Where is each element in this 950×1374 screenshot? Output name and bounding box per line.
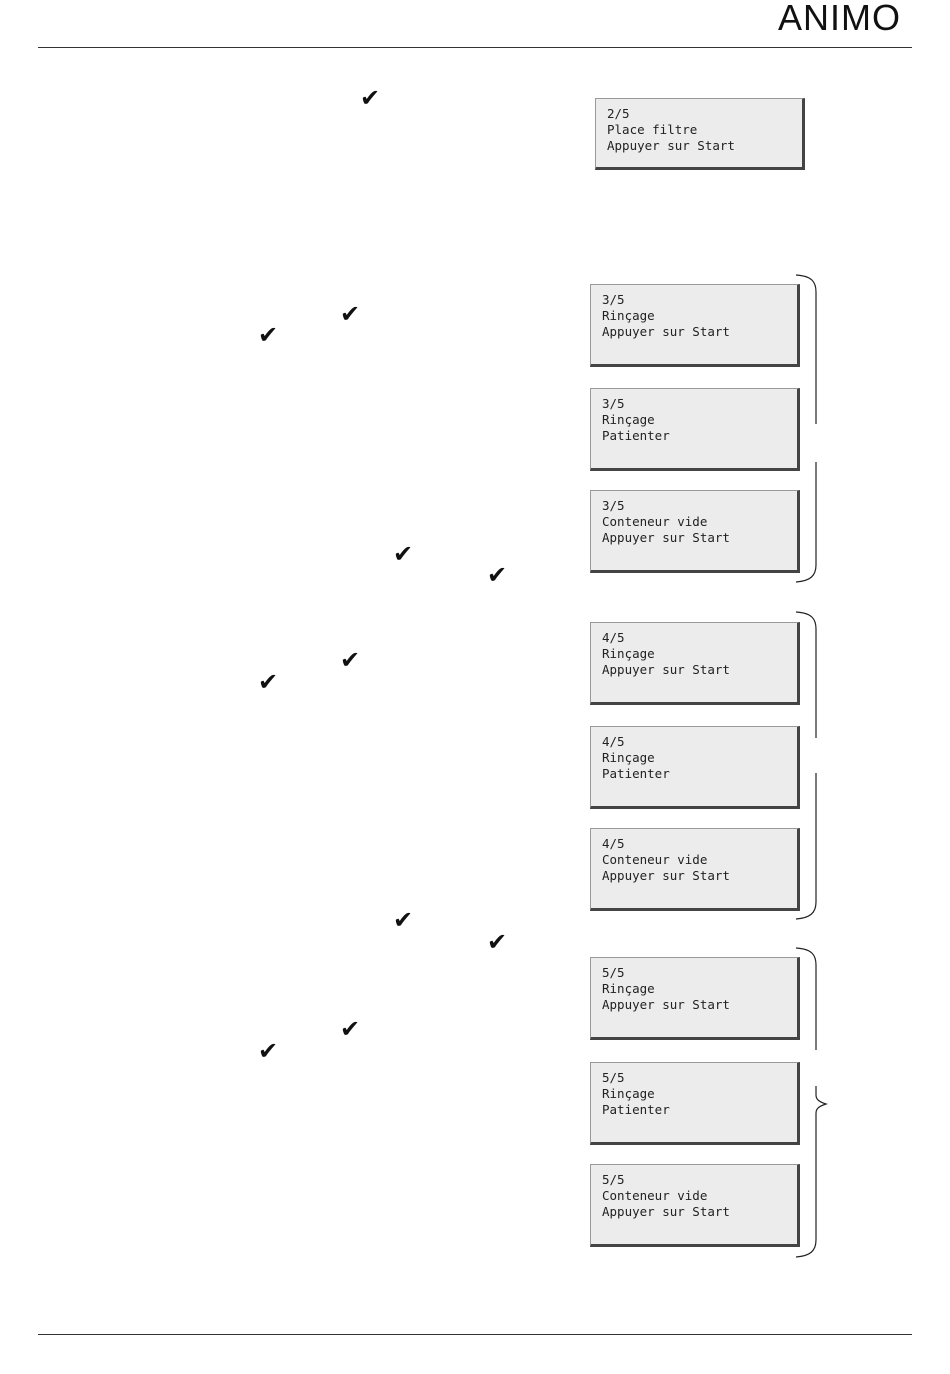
lcd-message: Rinçage [602, 1086, 655, 1101]
lcd-step: 5/5 [602, 1172, 625, 1187]
lcd-screen-3-rincage-start: 3/5 Rinçage Appuyer sur Start [590, 284, 800, 367]
check-icon: ✔ [258, 1037, 279, 1065]
lcd-screen-4-conteneur-vide: 4/5 Conteneur vide Appuyer sur Start [590, 828, 800, 911]
check-icon: ✔ [487, 561, 508, 589]
bracket-step4-a [795, 611, 817, 738]
lcd-step: 5/5 [602, 965, 625, 980]
lcd-screen-4-rincage-patienter: 4/5 Rinçage Patienter [590, 726, 800, 809]
lcd-step: 5/5 [602, 1070, 625, 1085]
bracket-step3-b [795, 462, 817, 583]
check-icon: ✔ [340, 300, 361, 328]
lcd-step: 3/5 [602, 292, 625, 307]
lcd-message: Rinçage [602, 646, 655, 661]
check-icon: ✔ [340, 646, 361, 674]
check-icon: ✔ [393, 906, 414, 934]
bracket-step5-a [795, 947, 817, 1050]
lcd-message: Rinçage [602, 981, 655, 996]
header-rule [38, 47, 912, 48]
lcd-instruction: Patienter [602, 766, 670, 781]
check-icon: ✔ [487, 928, 508, 956]
lcd-screen-5-rincage-start: 5/5 Rinçage Appuyer sur Start [590, 957, 800, 1040]
lcd-message: Conteneur vide [602, 514, 708, 529]
lcd-screen-3-rincage-patienter: 3/5 Rinçage Patienter [590, 388, 800, 471]
lcd-message: Rinçage [602, 750, 655, 765]
lcd-step: 4/5 [602, 734, 625, 749]
lcd-instruction: Appuyer sur Start [602, 530, 730, 545]
bracket-step4-b [795, 773, 817, 920]
lcd-instruction: Appuyer sur Start [602, 868, 730, 883]
lcd-instruction: Appuyer sur Start [607, 138, 735, 153]
footer-rule [38, 1334, 912, 1335]
lcd-step: 4/5 [602, 630, 625, 645]
lcd-step: 2/5 [607, 106, 630, 121]
lcd-screen-5-conteneur-vide: 5/5 Conteneur vide Appuyer sur Start [590, 1164, 800, 1247]
lcd-instruction: Appuyer sur Start [602, 662, 730, 677]
lcd-step: 3/5 [602, 396, 625, 411]
lcd-message: Rinçage [602, 412, 655, 427]
lcd-screen-4-rincage-start: 4/5 Rinçage Appuyer sur Start [590, 622, 800, 705]
lcd-message: Conteneur vide [602, 852, 708, 867]
animo-logo: ANIMO [778, 0, 902, 38]
lcd-instruction: Patienter [602, 428, 670, 443]
lcd-instruction: Appuyer sur Start [602, 997, 730, 1012]
check-icon: ✔ [360, 84, 381, 112]
bracket-step3-a [795, 274, 817, 424]
lcd-step: 3/5 [602, 498, 625, 513]
lcd-message: Conteneur vide [602, 1188, 708, 1203]
bracket-step5-b [795, 1086, 828, 1258]
lcd-screen-5-rincage-patienter: 5/5 Rinçage Patienter [590, 1062, 800, 1145]
check-icon: ✔ [258, 321, 279, 349]
lcd-instruction: Appuyer sur Start [602, 324, 730, 339]
lcd-screen-2-place-filtre: 2/5 Place filtre Appuyer sur Start [595, 98, 805, 170]
lcd-message: Rinçage [602, 308, 655, 323]
lcd-step: 4/5 [602, 836, 625, 851]
check-icon: ✔ [393, 540, 414, 568]
lcd-instruction: Appuyer sur Start [602, 1204, 730, 1219]
lcd-instruction: Patienter [602, 1102, 670, 1117]
check-icon: ✔ [258, 668, 279, 696]
check-icon: ✔ [340, 1015, 361, 1043]
lcd-screen-3-conteneur-vide: 3/5 Conteneur vide Appuyer sur Start [590, 490, 800, 573]
lcd-message: Place filtre [607, 122, 698, 137]
